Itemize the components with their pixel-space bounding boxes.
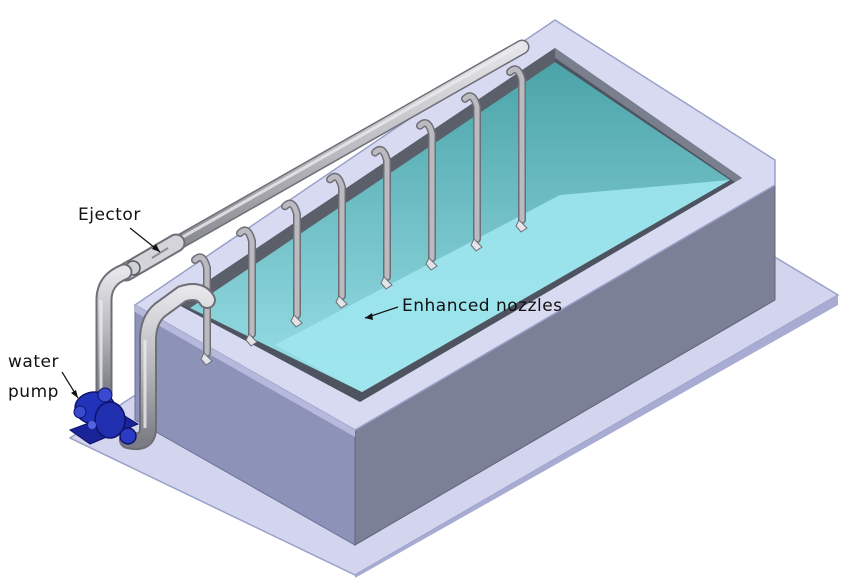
water-surface <box>275 180 730 392</box>
ejector <box>116 233 186 282</box>
water-volume <box>190 62 730 392</box>
supply-pipe <box>95 263 133 401</box>
header-pipe <box>122 39 530 278</box>
tank-interior <box>175 48 742 402</box>
nozzle <box>191 253 213 366</box>
nozzle <box>236 226 258 347</box>
ejector-label: Ejector <box>78 205 141 225</box>
enhanced-nozzles-label: Enhanced nozzles <box>402 296 563 316</box>
callout-arrows <box>61 227 399 399</box>
water-pump-label-line1: water <box>8 352 59 372</box>
nozzle <box>416 119 438 271</box>
nozzle <box>281 199 303 328</box>
nozzle <box>506 65 528 233</box>
nozzle <box>326 172 348 309</box>
water-pump <box>68 387 140 445</box>
suction-pipe <box>119 283 216 451</box>
nozzle <box>461 92 483 252</box>
nozzle <box>371 145 393 290</box>
water-pump-label-line2: pump <box>8 382 59 402</box>
enhanced-nozzles <box>191 65 528 366</box>
